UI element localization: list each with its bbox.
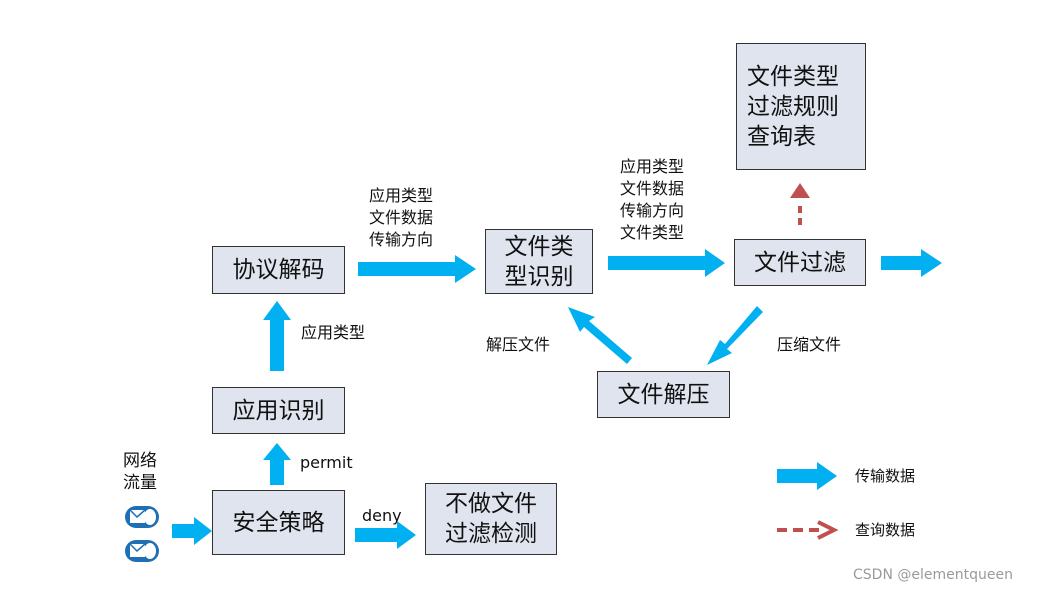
label-decode-to-identify: 应用类型 文件数据 传输方向	[369, 186, 434, 249]
label-policy-permit: permit	[300, 453, 353, 472]
app-identify-box: 应用识别	[212, 387, 345, 434]
arrow-identify-to-filter	[608, 249, 725, 277]
legend-query-label: 查询数据	[855, 521, 916, 539]
legend-transmit-arrow	[777, 462, 837, 490]
arrow-filter-to-decompress	[707, 306, 763, 365]
mail-icon	[125, 540, 159, 562]
arrow-policy-deny	[355, 521, 416, 549]
arrow-filter-out	[881, 249, 942, 277]
file-type-identify-box: 文件类 型识别	[485, 229, 593, 294]
no-filter-detect-box: 不做文件 过滤检测	[425, 483, 557, 555]
label-filter-to-decompress: 压缩文件	[777, 335, 842, 354]
arrow-decode-to-identify	[358, 255, 476, 283]
arrow-traffic-in	[172, 517, 212, 545]
label-identify-to-filter: 应用类型 文件数据 传输方向 文件类型	[620, 157, 685, 242]
security-policy-box: 安全策略	[212, 490, 345, 555]
watermark: CSDN @elementqueen	[853, 567, 1013, 583]
label-decompress-to-identify: 解压文件	[486, 335, 551, 354]
arrow-app-to-decode	[263, 301, 291, 371]
mail-icon	[125, 506, 159, 528]
query-arrow-head	[790, 183, 810, 198]
protocol-decode-box: 协议解码	[212, 246, 345, 294]
file-decompress-box: 文件解压	[597, 371, 730, 418]
label-network-traffic: 网络 流量	[123, 451, 157, 493]
arrow-decompress-to-identify	[568, 307, 632, 364]
arrow-policy-permit	[263, 443, 291, 485]
legend-transmit-label: 传输数据	[855, 467, 916, 485]
file-filter-box: 文件过滤	[734, 239, 866, 286]
legend-query-head	[817, 520, 839, 540]
rule-table-box: 文件类型 过滤规则 查询表	[736, 43, 866, 170]
label-app-to-decode: 应用类型	[301, 323, 366, 342]
label-policy-deny: deny	[362, 506, 402, 525]
